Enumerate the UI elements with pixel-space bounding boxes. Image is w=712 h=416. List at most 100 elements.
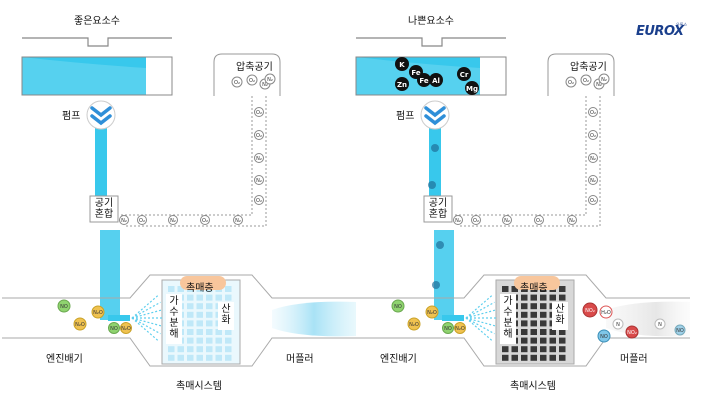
left-exhaust-bottom — [2, 337, 356, 367]
left-catalyst-cell-4-2 — [187, 320, 194, 327]
right-out-h2o-circle — [599, 305, 613, 319]
left-pipe-mol-3: N₂ — [254, 175, 264, 185]
right-air-label: 압축공기 — [570, 62, 607, 73]
right-in-no-1: NO — [391, 299, 405, 313]
right-pipe-mol-2-circle — [588, 153, 598, 163]
left-catalyst-cell-8-0 — [168, 354, 175, 361]
right-catalyst-cell-1-3 — [530, 294, 537, 301]
right-catalyst-cell-6-3 — [530, 337, 537, 344]
left-tank-outline — [21, 56, 173, 96]
right-air-o2-1-circle — [565, 76, 577, 88]
left-catalyst-cell-8-4 — [206, 354, 213, 361]
right-pipe-mol-4-circle — [588, 195, 598, 205]
contaminant-2-circle — [395, 77, 409, 91]
contaminant-0-circle — [395, 57, 409, 71]
left-air-pipe-a — [120, 96, 253, 216]
left-pipe-mol-4: O₂ — [254, 195, 264, 205]
left-mix-label-line2: 혼합 — [94, 209, 114, 220]
right-pipe-deposit-1 — [428, 181, 436, 189]
right-pipe-mol-2-text: N₂ — [590, 156, 596, 162]
right-pipe-mol-6: O₂ — [534, 215, 544, 225]
right-out-no2-1: NO₂ — [582, 302, 598, 318]
right-pipe-deposit-0 — [431, 144, 439, 152]
right-in-n2o-3-circle — [454, 322, 466, 334]
right-pipe-mol-5: N₂ — [567, 215, 577, 225]
contaminant-2: Zn — [395, 77, 409, 91]
right-catalyst-cell-6-2 — [521, 337, 528, 344]
left-catalyst-cell-6-6 — [225, 337, 232, 344]
left-urea-pipe-lower — [100, 230, 120, 320]
left-pipe-mol-3-text: N₂ — [256, 178, 262, 184]
right-oxidation-label: 산화 — [554, 304, 566, 326]
right-in-n2o-1-circle — [425, 305, 439, 319]
left-pump-chevron-icon — [90, 106, 112, 126]
left-pipe-mol-8: O₂ — [137, 215, 147, 225]
left-air-label: 압축공기 — [236, 62, 273, 73]
right-catalyst-cell-8-2 — [521, 354, 528, 361]
right-out-no-2-text: NO — [676, 328, 684, 334]
right-catalyst-cell-0-6 — [559, 286, 566, 292]
right-air-n2-2-text: N₂ — [601, 77, 607, 83]
left-catalyst-cell-2-3 — [196, 303, 203, 310]
left-catalyst-cell-7-6 — [225, 346, 232, 353]
right-catalyst-tag — [514, 276, 560, 290]
right-tank-outline — [355, 56, 507, 96]
right-catalyst-cell-4-2 — [521, 320, 528, 327]
left-spray-line-4 — [131, 317, 162, 327]
right-exhaust-top — [336, 274, 690, 299]
left-tank-wave — [22, 57, 146, 95]
right-air-o2-2-circle — [580, 74, 592, 86]
right-catalyst-cell-1-2 — [521, 294, 528, 301]
right-out-no2-1-text: NO₂ — [585, 308, 595, 314]
left-catalyst-cell-3-2 — [187, 311, 194, 318]
left-air-o2-1: O₂ — [231, 76, 243, 88]
right-catalyst-cell-4-4 — [540, 320, 547, 327]
left-catalyst-cell-1-6 — [225, 294, 232, 301]
right-spray-line-4 — [465, 317, 496, 327]
right-air-o2-1-text: O₂ — [568, 80, 574, 86]
left-catalyst-cell-0-6 — [225, 286, 232, 292]
left-pipe-mol-7-text: N₂ — [170, 218, 176, 224]
left-catalyst-cell-8-1 — [177, 354, 184, 361]
left-catalyst-cell-8-6 — [225, 354, 232, 361]
left-pipe-mol-0-text: O₂ — [256, 110, 262, 116]
left-pipe-mol-6: O₂ — [200, 215, 210, 225]
contaminant-3-circle — [417, 73, 431, 87]
left-spray-line-1 — [131, 301, 161, 319]
left-catalyst-cell-1-3 — [196, 294, 203, 301]
right-in-n2o-1-text: N₂O — [427, 310, 437, 316]
right-pipe-mol-4: O₂ — [588, 195, 598, 205]
right-air-n2-2: N₂ — [598, 73, 610, 85]
left-air-n2-1-text: N₂ — [262, 82, 268, 88]
right-out-no2-2-text: NO₂ — [627, 330, 637, 336]
brand-logo: EUROX — [636, 24, 684, 39]
left-in-n2o-3: N₂O — [120, 322, 132, 334]
right-catalyst-cell-3-3 — [530, 311, 537, 318]
right-in-no-2-text: NO — [444, 326, 452, 332]
left-catalyst-cell-7-0 — [168, 346, 175, 353]
left-pipe-mol-6-circle — [200, 215, 210, 225]
right-in-no-1-text: NO — [394, 304, 402, 310]
left-air-o2-2-circle — [246, 74, 258, 86]
right-pipe-deposit-3 — [432, 281, 440, 289]
left-hydrolysis-label: 가수분해 — [168, 296, 180, 340]
left-spray-line-2 — [131, 309, 162, 319]
right-in-n2o-3: N₂O — [454, 322, 466, 334]
right-urea-pipe-upper — [429, 120, 441, 200]
left-pipe-mol-8-text: O₂ — [139, 218, 145, 224]
left-air-n2-2: N₂ — [264, 73, 276, 85]
left-catalyst-cell-5-2 — [187, 329, 194, 335]
contaminant-0: K — [395, 57, 409, 71]
left-catalyst-cell-4-3 — [196, 320, 203, 327]
left-air-o2-1-circle — [231, 76, 243, 88]
left-spray-line-5 — [131, 317, 161, 335]
left-in-n2o-3-text: N₂O — [121, 326, 131, 332]
right-catalyst-cell-7-4 — [540, 346, 547, 353]
right-catalyst-cell-6-6 — [559, 337, 566, 344]
left-air-o2-2-text: O₂ — [249, 78, 255, 84]
left-catalyst-label: 촉매층 — [186, 283, 214, 294]
right-pipe-mol-7-circle — [502, 215, 512, 225]
left-catalyst-cell-7-1 — [177, 346, 184, 353]
left-catalyst-cell-2-4 — [206, 303, 213, 310]
